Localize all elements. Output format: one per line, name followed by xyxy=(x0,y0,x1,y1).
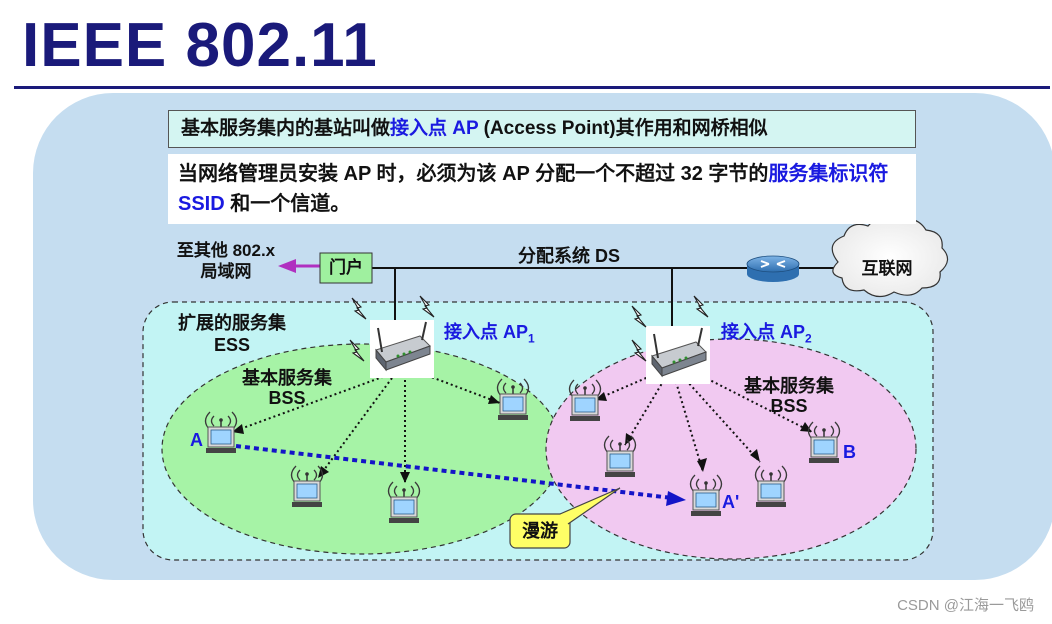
station-a-label: A xyxy=(190,430,203,450)
bss-1-label: 基本服务集 BSS xyxy=(232,368,342,408)
bss-2-region xyxy=(545,338,917,560)
internet-cloud-icon xyxy=(831,217,949,298)
bss-1-label-line1: 基本服务集 xyxy=(242,368,332,388)
router-icon xyxy=(746,255,800,282)
internet-label: 互联网 xyxy=(861,259,913,278)
station-b-label: B xyxy=(843,442,856,462)
roaming-callout xyxy=(509,487,621,549)
ssid-note-box: 当网络管理员安装 AP 时，必须为该 AP 分配一个不超过 32 字节的服务集标… xyxy=(168,154,916,224)
ap-1-label-sub: 1 xyxy=(528,331,535,346)
ssid-note-prefix: 当网络管理员安装 AP 时，必须为该 AP 分配一个不超过 32 字节的 xyxy=(178,163,769,185)
access-point-1-icon xyxy=(369,319,435,379)
ap-definition-prefix: 基本服务集内的基站叫做 xyxy=(181,118,391,139)
ap-definition-suffix: (Access Point)其作用和网桥相似 xyxy=(478,118,768,139)
bss-2-label-line1: 基本服务集 xyxy=(744,376,834,396)
other-lan-label: 至其他 802.x 局域网 xyxy=(162,240,290,282)
ap-2-label: 接入点 AP2 xyxy=(721,318,812,346)
station-a-prime-label: A' xyxy=(722,492,740,512)
access-point-2-icon xyxy=(645,325,711,385)
ap-2-label-sub: 2 xyxy=(805,331,812,346)
other-lan-label-line2: 局域网 xyxy=(200,262,252,281)
portal-label: 门户 xyxy=(329,258,363,277)
ess-label-line1: 扩展的服务集 xyxy=(178,313,286,333)
roaming-label: 漫游 xyxy=(522,521,558,541)
watermark: CSDN @江海一飞鸥 xyxy=(897,597,1034,614)
roaming-path xyxy=(235,444,673,500)
ap-definition-box: 基本服务集内的基站叫做接入点 AP (Access Point)其作用和网桥相似 xyxy=(168,110,916,148)
arrow-to-other-lan xyxy=(278,259,296,273)
other-lan-label-line1: 至其他 802.x xyxy=(176,241,276,260)
ds-label: 分配系统 DS xyxy=(518,246,621,266)
ap-2-label-text: 接入点 AP xyxy=(721,322,806,342)
ap-1-label: 接入点 AP1 xyxy=(444,318,535,346)
portal-box xyxy=(319,252,373,284)
page-title: IEEE 802.11 xyxy=(22,11,378,80)
bss-2-label-line2: BSS xyxy=(770,396,808,416)
roaming-arrowhead xyxy=(666,491,686,506)
bss-2-label: 基本服务集 BSS xyxy=(734,376,844,416)
ess-label-line2: ESS xyxy=(213,335,251,355)
ess-label: 扩展的服务集 ESS xyxy=(168,312,296,356)
title-underline xyxy=(14,86,1050,89)
ssid-note-highlight: 服务集标识符 SSID xyxy=(178,163,889,215)
ap-1-label-text: 接入点 AP xyxy=(444,322,529,342)
bss-1-label-line2: BSS xyxy=(268,388,306,408)
ap-definition-highlight: 接入点 AP xyxy=(390,118,479,139)
ssid-note-suffix: 和一个信道。 xyxy=(224,193,351,215)
